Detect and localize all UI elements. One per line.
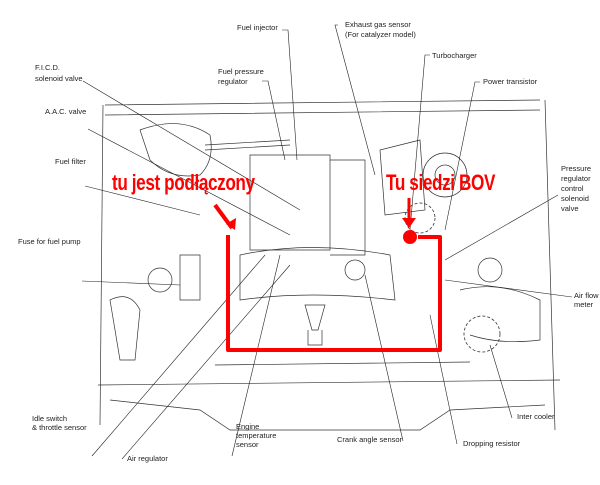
label-pressure-reg-4: solenoid xyxy=(561,194,589,203)
label-crank-angle-sensor: Crank angle sensor xyxy=(337,435,403,444)
leader-lines xyxy=(81,24,573,460)
label-pressure-reg-3: control xyxy=(561,184,584,193)
label-air-regulator: Air regulator xyxy=(127,454,168,463)
engine-sketch xyxy=(97,99,561,431)
label-power-transistor: Power transistor xyxy=(483,77,538,86)
label-idle-switch-2: & throttle sensor xyxy=(32,423,87,432)
label-engine-temp-2: temperature xyxy=(236,431,277,440)
annotation-bov-here: Tu siedzi BOV xyxy=(386,170,496,195)
label-fuel-filter: Fuel filter xyxy=(55,157,86,166)
label-turbocharger: Turbocharger xyxy=(432,51,477,60)
red-annotation xyxy=(213,198,442,352)
label-pressure-reg-2: regulator xyxy=(561,174,591,183)
label-ficd-line1: F.I.C.D. xyxy=(35,63,61,72)
annotation-connected-here: tu jest podłączony xyxy=(112,170,255,195)
label-engine-temp-1: Engine xyxy=(236,422,260,431)
inter-cooler-highlight-circle xyxy=(463,315,501,353)
label-fuel-injector: Fuel injector xyxy=(237,23,278,32)
label-fuel-pressure-regulator-1: Fuel pressure xyxy=(218,67,264,76)
label-engine-temp-3: sensor xyxy=(236,440,259,449)
label-air-flow-meter-1: Air flow xyxy=(574,291,599,300)
label-pressure-reg-1: Pressure xyxy=(561,164,592,173)
label-fuse-fuel-pump: Fuse for fuel pump xyxy=(18,237,81,246)
connected-arrowhead-icon xyxy=(226,218,236,230)
label-inter-cooler: Inter cooler xyxy=(517,412,555,421)
label-pressure-reg-5: valve xyxy=(561,204,579,213)
bov-marker-dot xyxy=(403,230,417,244)
label-dropping-resistor: Dropping resistor xyxy=(463,439,521,448)
label-exhaust-gas-sensor: Exhaust gas sensor xyxy=(345,20,411,29)
red-hose-path xyxy=(226,235,442,352)
label-exhaust-gas-sensor-note: (For catalyzer model) xyxy=(345,30,416,39)
label-air-flow-meter-2: meter xyxy=(574,300,594,309)
label-ficd-line2: solenoid valve xyxy=(35,74,83,83)
label-aac-valve: A.A.C. valve xyxy=(45,107,87,116)
label-fuel-pressure-regulator-2: regulator xyxy=(218,77,248,86)
bov-arrowhead-icon xyxy=(402,218,416,228)
label-idle-switch-1: Idle switch xyxy=(32,414,68,423)
